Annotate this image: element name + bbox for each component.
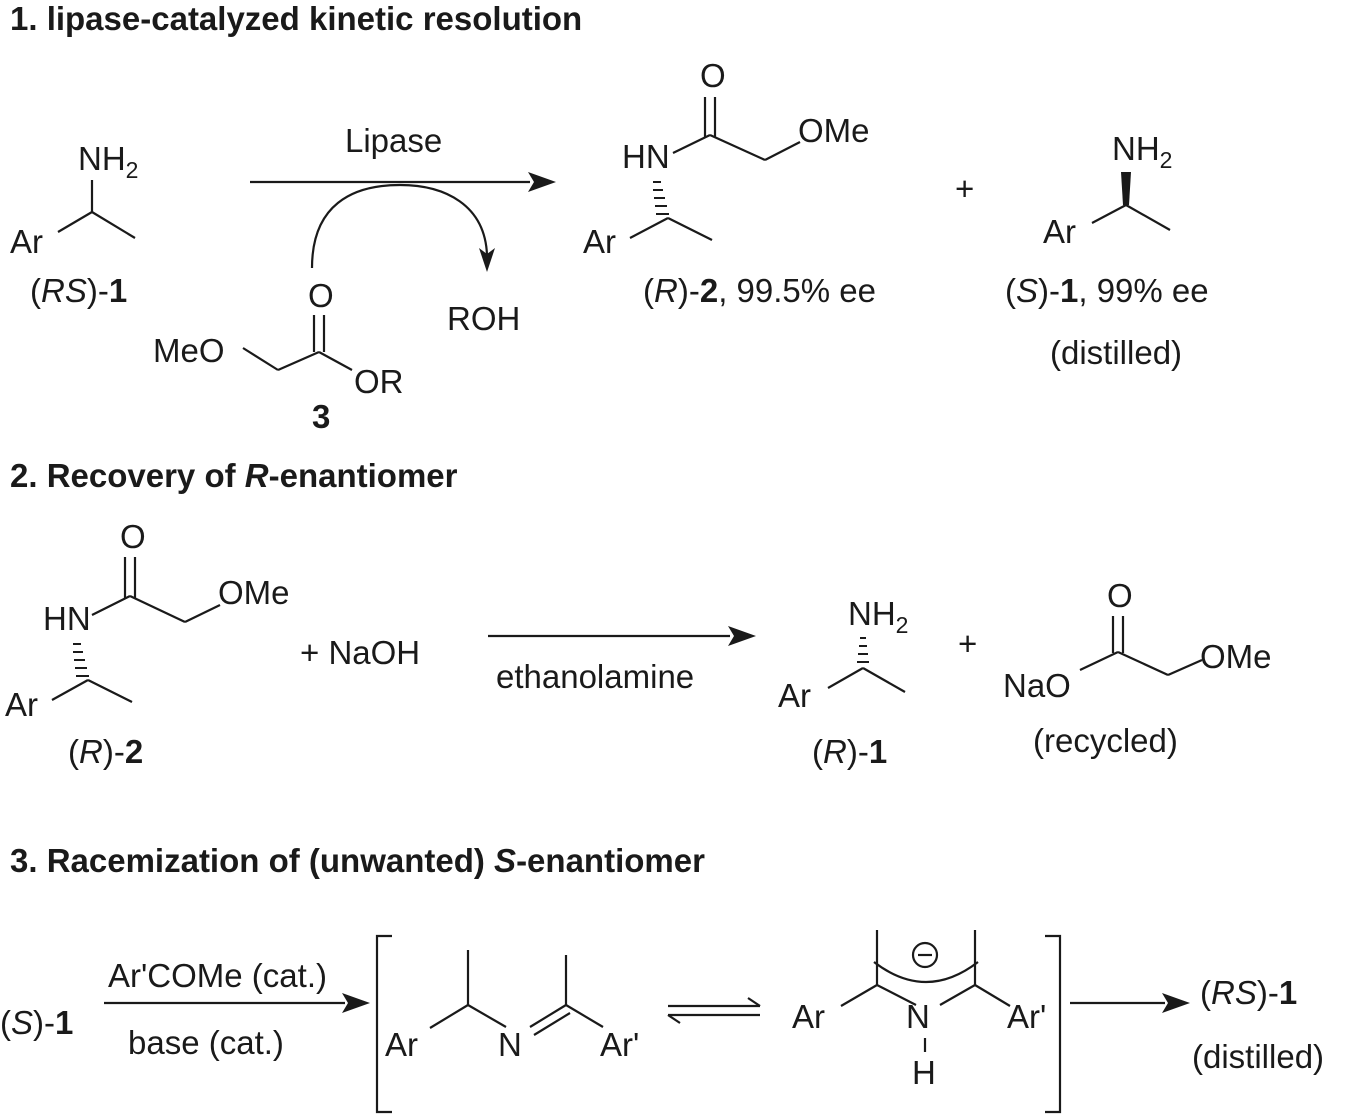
ester-group: OR [354,363,404,400]
right-bracket [1045,934,1062,1114]
compound-label-s-1: (S)-1, 99% ee [1005,272,1209,309]
plus-sign: + [958,625,977,662]
r-amine-structure: NH2 Ar [778,595,908,714]
distilled-note: (distilled) [1192,1038,1324,1075]
amine-group: NH2 [78,140,138,183]
sodium-oxide-group: NaO [1003,667,1071,704]
sodium-methoxyacetate-structure: O OMe NaO [1003,577,1272,704]
recycled-note: (recycled) [1033,722,1178,759]
aza-allyl-anion-structure: Ar N Ar' H [792,930,1046,1091]
negative-charge-icon [911,941,939,969]
nh-hydrogen: H [912,1054,936,1091]
compound-number-3: 3 [312,398,330,435]
plus-sign: + [955,170,974,207]
naoh-reagent: + NaOH [300,634,420,671]
aryl-prime-group: Ar' [1007,998,1046,1035]
amide-product-structure: O OMe HN Ar [583,57,870,260]
methoxy-group: OMe [1200,638,1272,675]
carbonyl-oxygen: O [1107,577,1133,614]
carbonyl-oxygen: O [120,518,146,555]
left-bracket [375,934,392,1114]
section-1-heading: 1. lipase-catalyzed kinetic resolution [10,0,582,37]
delocalization-arc [873,961,979,984]
methoxy-group: MeO [153,332,225,369]
nh-group: HN [622,138,670,175]
compound-label-rs-1: (RS)-1 [30,272,127,309]
compound-label-r-1: (R)-1 [812,733,887,770]
racemic-amine-structure: NH2 Ar [10,140,138,260]
compound-label-r-2: (R)-2, 99.5% ee [643,272,876,309]
aryl-group: Ar [583,223,616,260]
aryl-group: Ar [5,686,38,723]
solvent-label: ethanolamine [496,658,694,695]
carbonyl-oxygen: O [308,277,334,314]
catalyst-condition: Ar'COMe (cat.) [108,957,327,994]
nh-group: HN [43,600,91,637]
s-amine-structure: NH2 Ar [1043,130,1172,250]
distilled-note: (distilled) [1050,334,1182,371]
compound-label-r-2: (R)-2 [68,733,143,770]
base-condition: base (cat.) [128,1024,284,1061]
aryl-group: Ar [385,1026,418,1063]
compound-label-s-1: (S)-1 [0,1004,73,1041]
byproduct-roh: ROH [447,300,520,337]
curved-arrow [310,183,489,269]
aryl-prime-group: Ar' [600,1026,639,1063]
methoxy-group: OMe [798,112,870,149]
imine-nitrogen: N [498,1026,522,1063]
methoxy-group: OMe [218,574,290,611]
amine-group: NH2 [1112,130,1172,173]
carbonyl-oxygen: O [700,57,726,94]
amide-substrate-structure: O OMe HN Ar [5,518,290,723]
equilibrium-arrows [667,997,761,1024]
aryl-group: Ar [1043,213,1076,250]
aryl-group: Ar [792,998,825,1035]
imine-intermediate-structure: Ar N Ar' [385,950,639,1063]
enzyme-label: Lipase [345,122,442,159]
section-3-heading: 3. Racemization of (unwanted) S-enantiom… [10,842,705,879]
amine-group: NH2 [848,595,908,638]
methoxyacetate-ester-structure: O MeO OR 3 [153,277,404,435]
anion-nitrogen: N [906,998,930,1035]
compound-label-rs-1: (RS)-1 [1200,974,1297,1011]
aryl-group: Ar [10,223,43,260]
section-2-heading: 2. Recovery of R-enantiomer [10,457,458,494]
aryl-group: Ar [778,677,811,714]
